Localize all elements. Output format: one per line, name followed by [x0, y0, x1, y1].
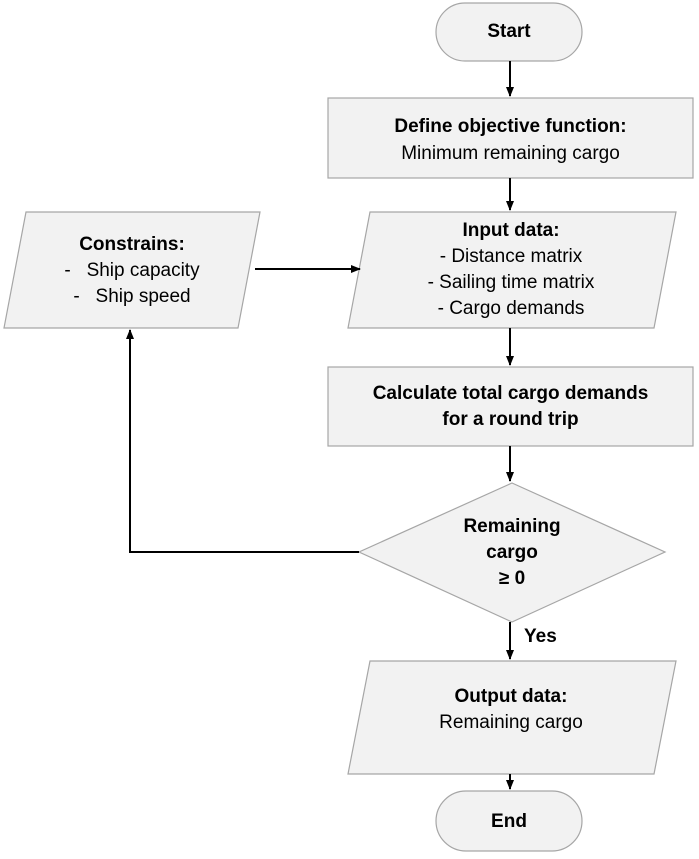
input-item-sailing-time: - Sailing time matrix [427, 272, 595, 293]
input-item-distance: - Distance matrix [439, 246, 583, 267]
decision-line1: Remaining [463, 516, 561, 537]
arrow-decision-to-constrains [126, 329, 359, 553]
constrains-parallelogram [3, 211, 261, 329]
yes-label: Yes [524, 626, 557, 647]
input-data-parallelogram [347, 211, 677, 329]
end-terminal [435, 790, 583, 852]
define-body: Minimum remaining cargo [401, 143, 620, 164]
decision-line2: cargo [486, 542, 538, 563]
define-objective-process [327, 97, 694, 179]
constrains-item-capacity: - Ship capacity [64, 260, 200, 281]
output-body: Remaining cargo [439, 712, 583, 733]
calculate-line1: Calculate total cargo demands [372, 383, 649, 404]
calculate-line2: for a round trip [442, 409, 579, 430]
end-label: End [491, 811, 527, 832]
decision-line3: ≥ 0 [498, 568, 526, 589]
constrains-title: Constrains: [79, 234, 185, 255]
input-title: Input data: [462, 220, 560, 241]
calculate-process [327, 366, 694, 447]
start-label: Start [487, 21, 531, 42]
constrains-item-speed: - Ship speed [73, 286, 191, 307]
input-item-cargo-demands: - Cargo demands [437, 298, 585, 319]
output-data-parallelogram [347, 660, 677, 775]
output-title: Output data: [454, 686, 568, 707]
decision-diamond [357, 482, 667, 623]
define-title: Define objective function: [394, 116, 627, 137]
